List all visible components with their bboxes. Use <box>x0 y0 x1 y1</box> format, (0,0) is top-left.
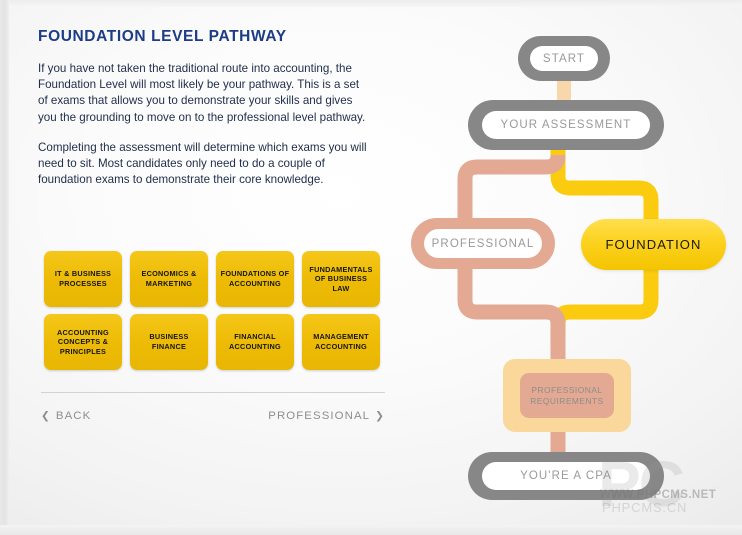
flow-node-foundation[interactable]: FOUNDATION <box>581 219 726 270</box>
professional-next-button[interactable]: PROFESSIONAL ❯ <box>268 410 385 422</box>
flow-node-cpa-label: YOU'RE A CPA <box>520 470 612 482</box>
exam-tile-economics-marketing[interactable]: ECONOMICS & MARKETING <box>130 251 208 307</box>
flow-node-professional-label-wrap: PROFESSIONAL <box>424 229 542 258</box>
flow-node-start[interactable]: START <box>518 36 610 81</box>
exam-tile-management-accounting[interactable]: MANAGEMENT ACCOUNTING <box>302 314 380 370</box>
flow-node-foundation-label: FOUNDATION <box>605 237 702 252</box>
exam-tile-fundamentals-business-law[interactable]: FUNDAMENTALS OF BUSINESS LAW <box>302 251 380 307</box>
exam-tile-row-2: ACCOUNTING CONCEPTS & PRINCIPLES BUSINES… <box>44 314 384 370</box>
pathway-flowchart: START YOUR ASSESSMENT PROFESSIONAL FOUND… <box>398 0 742 535</box>
flow-node-start-label: START <box>542 52 586 65</box>
back-button[interactable]: ❮ BACK <box>41 410 91 422</box>
flow-node-cpa-label-wrap: YOU'RE A CPA <box>482 462 650 490</box>
connector-professional-branch <box>457 154 566 462</box>
flow-node-professional[interactable]: PROFESSIONAL <box>411 218 555 269</box>
exam-tile-financial-accounting[interactable]: FINANCIAL ACCOUNTING <box>216 314 294 370</box>
content-panel: FOUNDATION LEVEL PATHWAY If you have not… <box>38 28 383 188</box>
top-edge-shading <box>0 0 742 7</box>
footer-nav: ❮ BACK PROFESSIONAL ❯ <box>41 410 385 422</box>
back-button-label: BACK <box>55 410 92 422</box>
flow-node-professional-label: PROFESSIONAL <box>431 237 535 250</box>
flow-node-requirements-line-2: REQUIREMENTS <box>530 395 604 406</box>
exam-tile-row-1: IT & BUSINESS PROCESSES ECONOMICS & MARK… <box>44 251 384 307</box>
flow-node-assessment-label: YOUR ASSESSMENT <box>500 119 632 131</box>
exam-tile-business-finance[interactable]: BUSINESS FINANCE <box>130 314 208 370</box>
exam-tile-grid: IT & BUSINESS PROCESSES ECONOMICS & MARK… <box>44 251 384 377</box>
footer-divider <box>41 392 385 393</box>
flow-node-assessment-label-wrap: YOUR ASSESSMENT <box>482 111 650 139</box>
flow-node-assessment[interactable]: YOUR ASSESSMENT <box>468 100 664 150</box>
professional-next-label: PROFESSIONAL <box>268 410 371 422</box>
page-title: FOUNDATION LEVEL PATHWAY <box>38 28 287 45</box>
chevron-left-icon: ❮ <box>41 410 51 422</box>
flow-node-requirements[interactable]: PROFESSIONAL REQUIREMENTS <box>503 359 631 432</box>
intro-paragraph-2: Completing the assessment will determine… <box>38 140 367 187</box>
flow-node-cpa[interactable]: YOU'RE A CPA <box>468 452 664 500</box>
left-edge-shading <box>0 0 9 535</box>
intro-paragraph-1: If you have not taken the traditional ro… <box>38 62 366 124</box>
exam-tile-accounting-concepts-principles[interactable]: ACCOUNTING CONCEPTS & PRINCIPLES <box>44 314 122 370</box>
exam-tile-it-business-processes[interactable]: IT & BUSINESS PROCESSES <box>44 251 122 307</box>
flow-node-start-label-wrap: START <box>530 46 598 71</box>
flow-node-requirements-inner: PROFESSIONAL REQUIREMENTS <box>520 373 614 418</box>
flow-node-requirements-line-1: PROFESSIONAL <box>531 384 603 395</box>
exam-tile-foundations-of-accounting[interactable]: FOUNDATIONS OF ACCOUNTING <box>216 251 294 307</box>
bottom-edge-shading <box>0 525 742 535</box>
chevron-right-icon: ❯ <box>375 410 385 422</box>
